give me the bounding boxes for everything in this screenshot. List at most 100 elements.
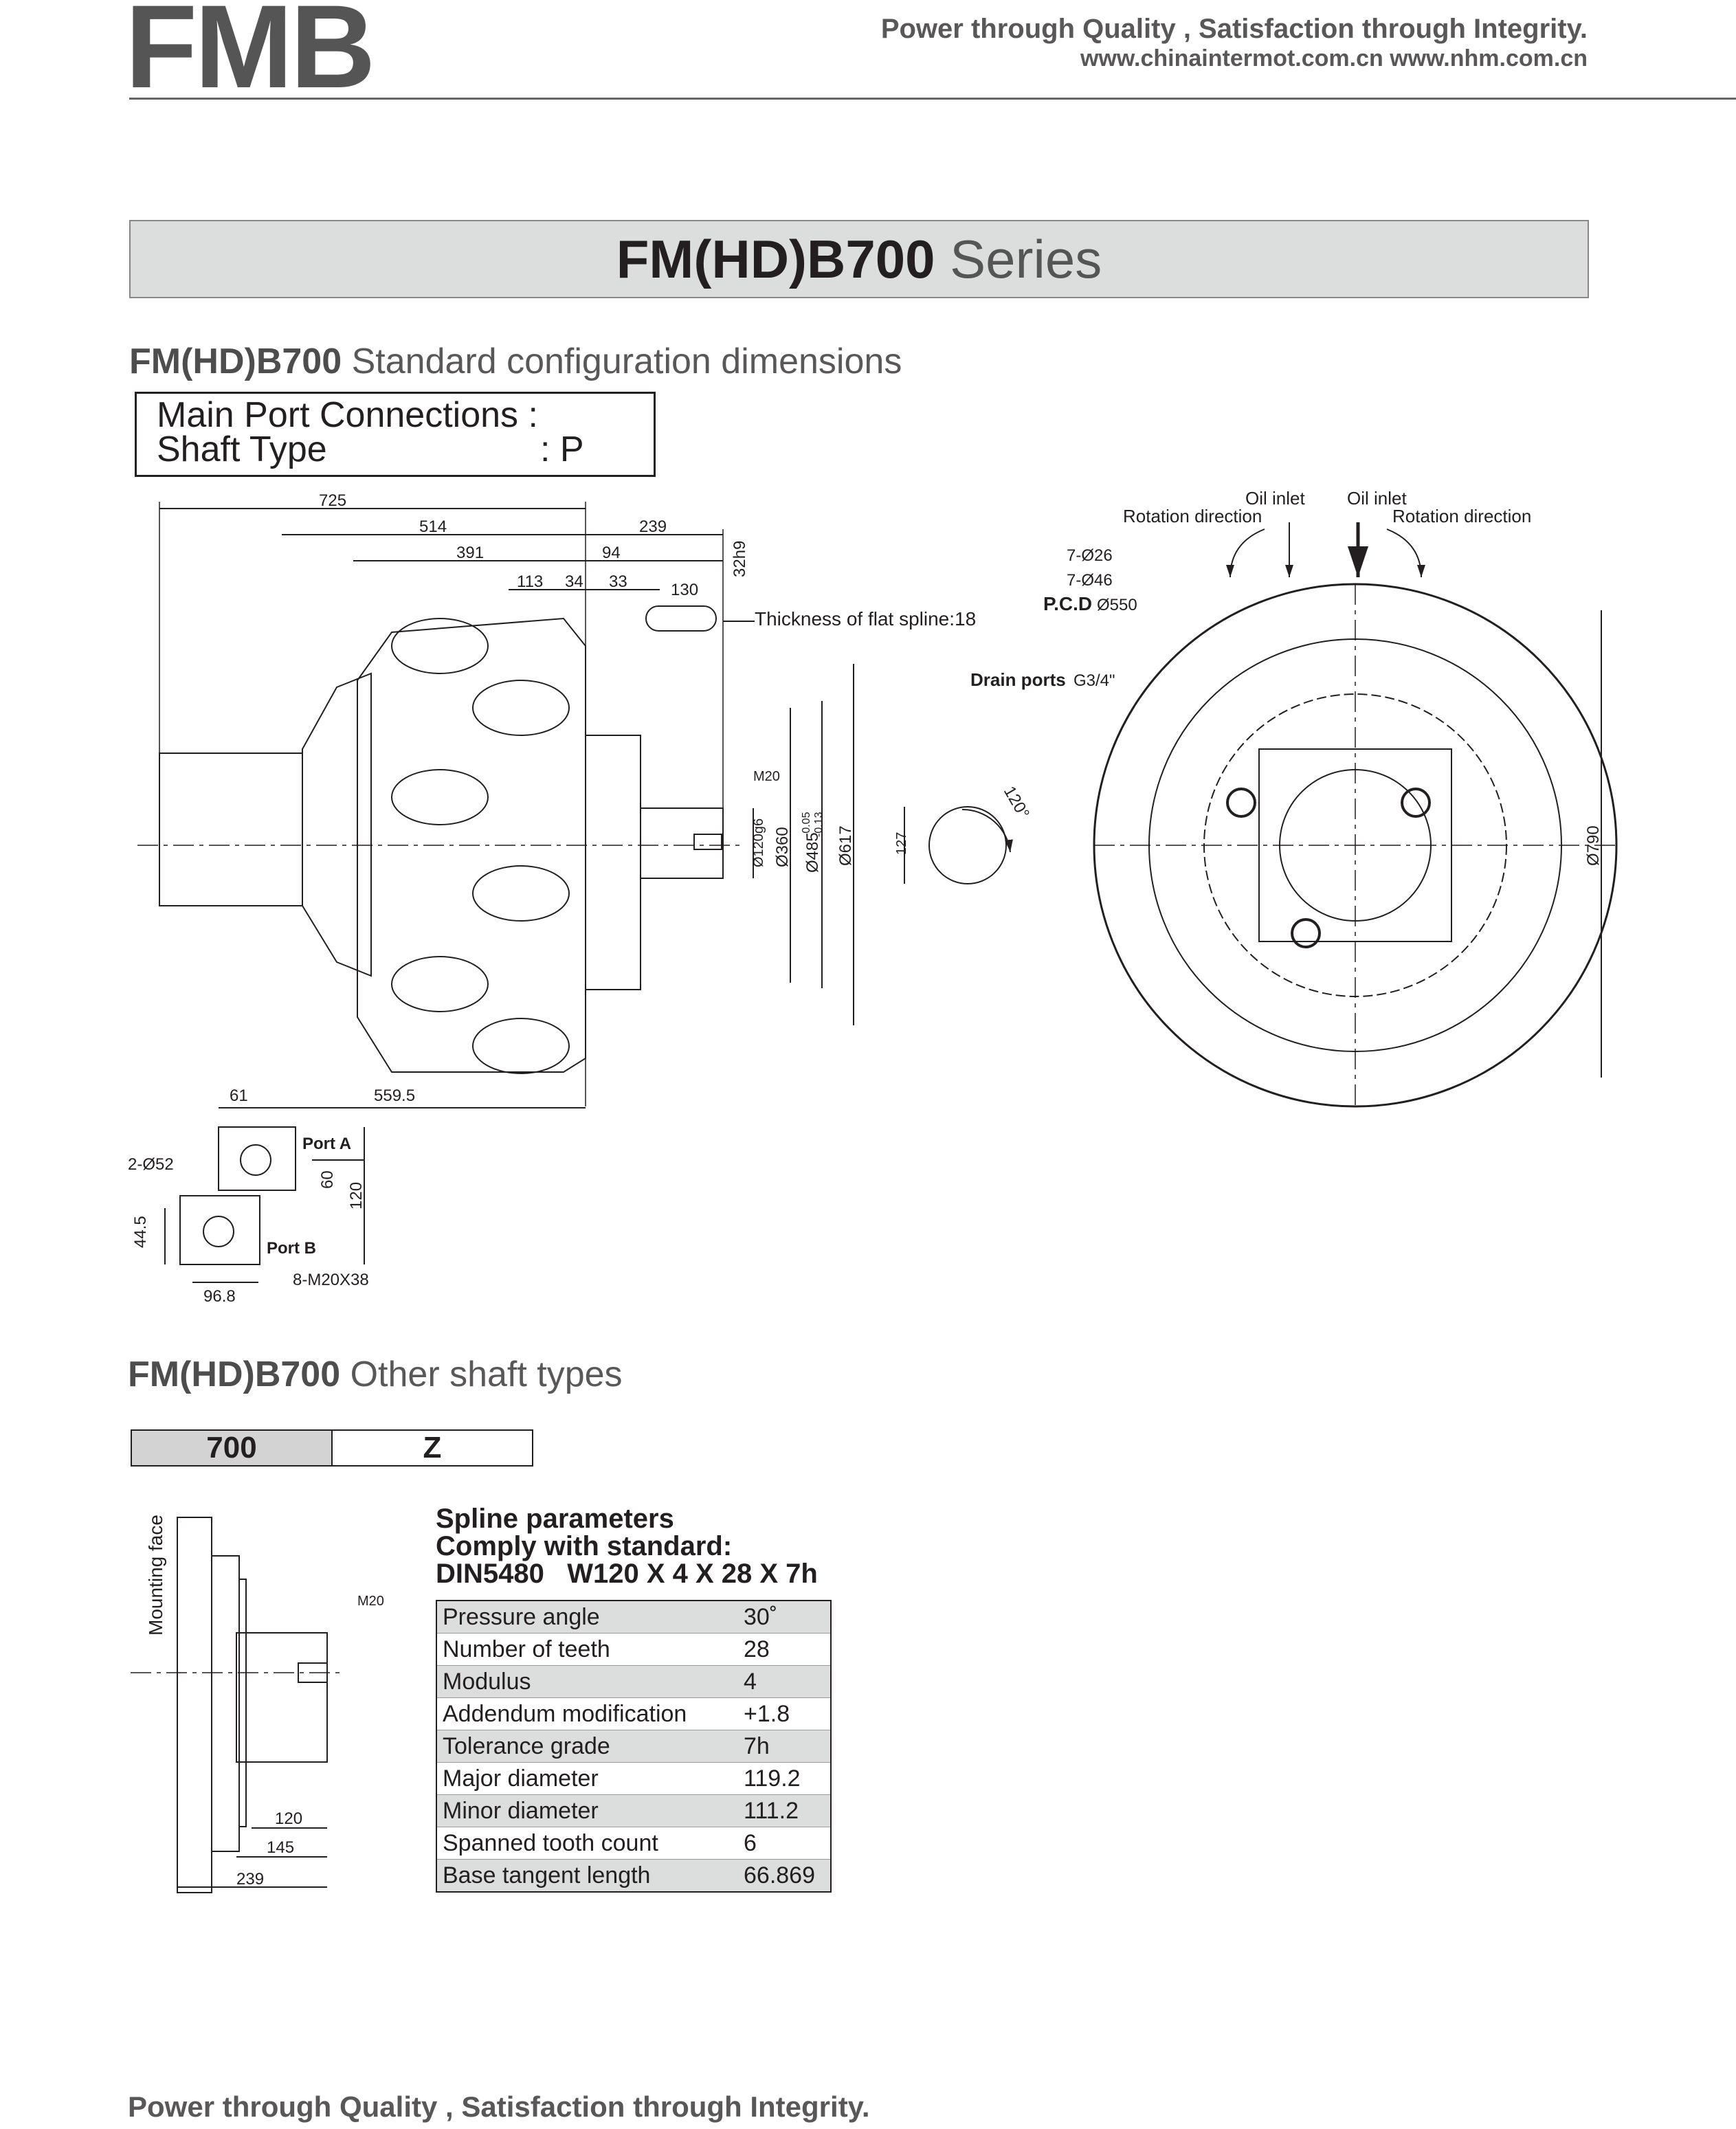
- shaft-tab-type: Z: [423, 1431, 442, 1464]
- z-dim-239: 239: [236, 1870, 264, 1888]
- series-band: [129, 220, 1589, 298]
- spline-heading: Spline parameters: [436, 1504, 674, 1534]
- spec-box: [135, 392, 656, 477]
- drain-ports-label: Drain ports: [970, 669, 1066, 690]
- dim-130: 130: [671, 581, 698, 599]
- dim-d485: Ø485: [803, 832, 822, 873]
- holes-7-46: 7-Ø46: [1067, 571, 1113, 590]
- z-spline-shaft: [236, 1632, 328, 1763]
- front-flange: [585, 735, 641, 990]
- oil-inlet-2: Oil inlet: [1347, 488, 1407, 509]
- z-mounting-flange: [177, 1517, 212, 1893]
- spline-param-name: Tolerance grade: [436, 1730, 738, 1763]
- dim-239: 239: [639, 517, 667, 536]
- flat-spline-note: Thickness of flat spline:18: [755, 608, 976, 629]
- cylinder-2: [472, 680, 570, 736]
- main-port-label: Main Port Connections :: [157, 395, 538, 435]
- cylinder-1: [391, 618, 489, 674]
- main-housing: [357, 617, 586, 1073]
- series-title: FM(HD)B700 Series: [129, 220, 1589, 298]
- pcd-label: P.C.D: [1043, 593, 1092, 614]
- series-model: FM(HD)B700: [616, 229, 935, 289]
- port-b-hole: [203, 1216, 234, 1247]
- dim-60: 60: [318, 1170, 337, 1189]
- spline-param-name: Spanned tooth count: [436, 1827, 738, 1860]
- spline-param-name: Addendum modification: [436, 1697, 738, 1730]
- dim-34: 34: [565, 572, 583, 591]
- rotation-direction-2: Rotation direction: [1392, 506, 1531, 526]
- other-section-heading: FM(HD)B700 Other shaft types: [128, 1354, 623, 1395]
- header-website: www.chinaintermot.com.cn www.nhm.com.cn: [1080, 45, 1588, 71]
- spline-param-value: 6: [738, 1827, 831, 1860]
- z-flange-step: [211, 1555, 240, 1852]
- standard-section-model: FM(HD)B700: [129, 342, 342, 381]
- dim-120-port: 120: [347, 1182, 366, 1210]
- dim-44-5: 44.5: [131, 1216, 150, 1248]
- dim-d790: Ø790: [1584, 825, 1603, 866]
- series-word: Series: [950, 229, 1102, 289]
- angle-120: 120°: [1000, 783, 1033, 822]
- cylinder-6: [472, 1018, 570, 1074]
- standard-section-heading: FM(HD)B700 Standard configuration dimens…: [129, 341, 902, 382]
- dim-96-8: 96.8: [203, 1287, 236, 1306]
- spline-param-name: Minor diameter: [436, 1794, 738, 1827]
- shaft-type-value: : P: [540, 430, 584, 469]
- shaft-tab-model: 700: [132, 1431, 333, 1465]
- z-dim-145: 145: [267, 1838, 294, 1857]
- dim-d120g6: Ø120g6: [751, 818, 766, 867]
- spline-param-value: 4: [738, 1665, 831, 1698]
- spline-param-value: +1.8: [738, 1697, 831, 1730]
- shaft-tap-m20: [693, 834, 722, 850]
- dim-127: 127: [894, 832, 909, 855]
- header-divider: [129, 98, 1736, 100]
- holes-2-52: 2-Ø52: [128, 1155, 174, 1174]
- shaft-section: [928, 806, 1007, 884]
- spline-param-value: 30˚: [738, 1600, 831, 1634]
- side-view: [137, 502, 1618, 1283]
- tap-m20: M20: [753, 769, 780, 784]
- dim-61: 61: [230, 1086, 248, 1105]
- other-section-model: FM(HD)B700: [128, 1355, 341, 1394]
- shaft-type-label: Shaft Type: [157, 430, 327, 469]
- spline-param-name: Base tangent length: [436, 1859, 738, 1892]
- other-section-title: Other shaft types: [350, 1355, 623, 1394]
- holes-7-26: 7-Ø26: [1067, 546, 1113, 565]
- oil-inlet-1: Oil inlet: [1245, 488, 1305, 509]
- dim-391: 391: [456, 544, 484, 562]
- port-b-block: [179, 1195, 260, 1265]
- front-view-flange: [1258, 748, 1452, 942]
- dim-32h9: 32h9: [731, 541, 749, 577]
- spline-param-value: 7h: [738, 1730, 831, 1763]
- brand-logo: FMB: [125, 0, 376, 113]
- dim-d617: Ø617: [836, 825, 855, 866]
- cylinder-5: [391, 956, 489, 1012]
- z-shaft-drawing: [131, 1517, 344, 1893]
- thread-8-m20: 8-M20X38: [293, 1271, 369, 1289]
- spline-param-value: 111.2: [738, 1794, 831, 1827]
- spline-standard-code: DIN5480 W120 X 4 X 28 X 7h: [436, 1559, 818, 1589]
- cylinder-4: [472, 865, 570, 922]
- cylinder-3: [391, 769, 489, 825]
- spline-heading-block: Spline parameters Comply with standard: …: [436, 1505, 818, 1587]
- spline-param-value: 119.2: [738, 1762, 831, 1795]
- port-a-block: [218, 1126, 296, 1191]
- z-tap-m20: M20: [357, 1594, 384, 1609]
- spline-param-value: 66.869: [738, 1859, 831, 1892]
- dim-94: 94: [602, 544, 621, 562]
- footer-tagline: Power through Quality , Satisfaction thr…: [128, 2091, 870, 2123]
- dim-725: 725: [319, 491, 346, 510]
- dim-d360: Ø360: [773, 827, 792, 867]
- dim-d485-tol-lower: -0.13: [813, 812, 825, 837]
- pcd-value: Ø550: [1097, 596, 1137, 614]
- dim-33: 33: [609, 572, 627, 591]
- rear-housing: [302, 672, 372, 977]
- port-a-label: Port A: [302, 1135, 351, 1153]
- mounting-face-label: Mounting face: [145, 1515, 166, 1636]
- spline-param-name: Modulus: [436, 1665, 738, 1698]
